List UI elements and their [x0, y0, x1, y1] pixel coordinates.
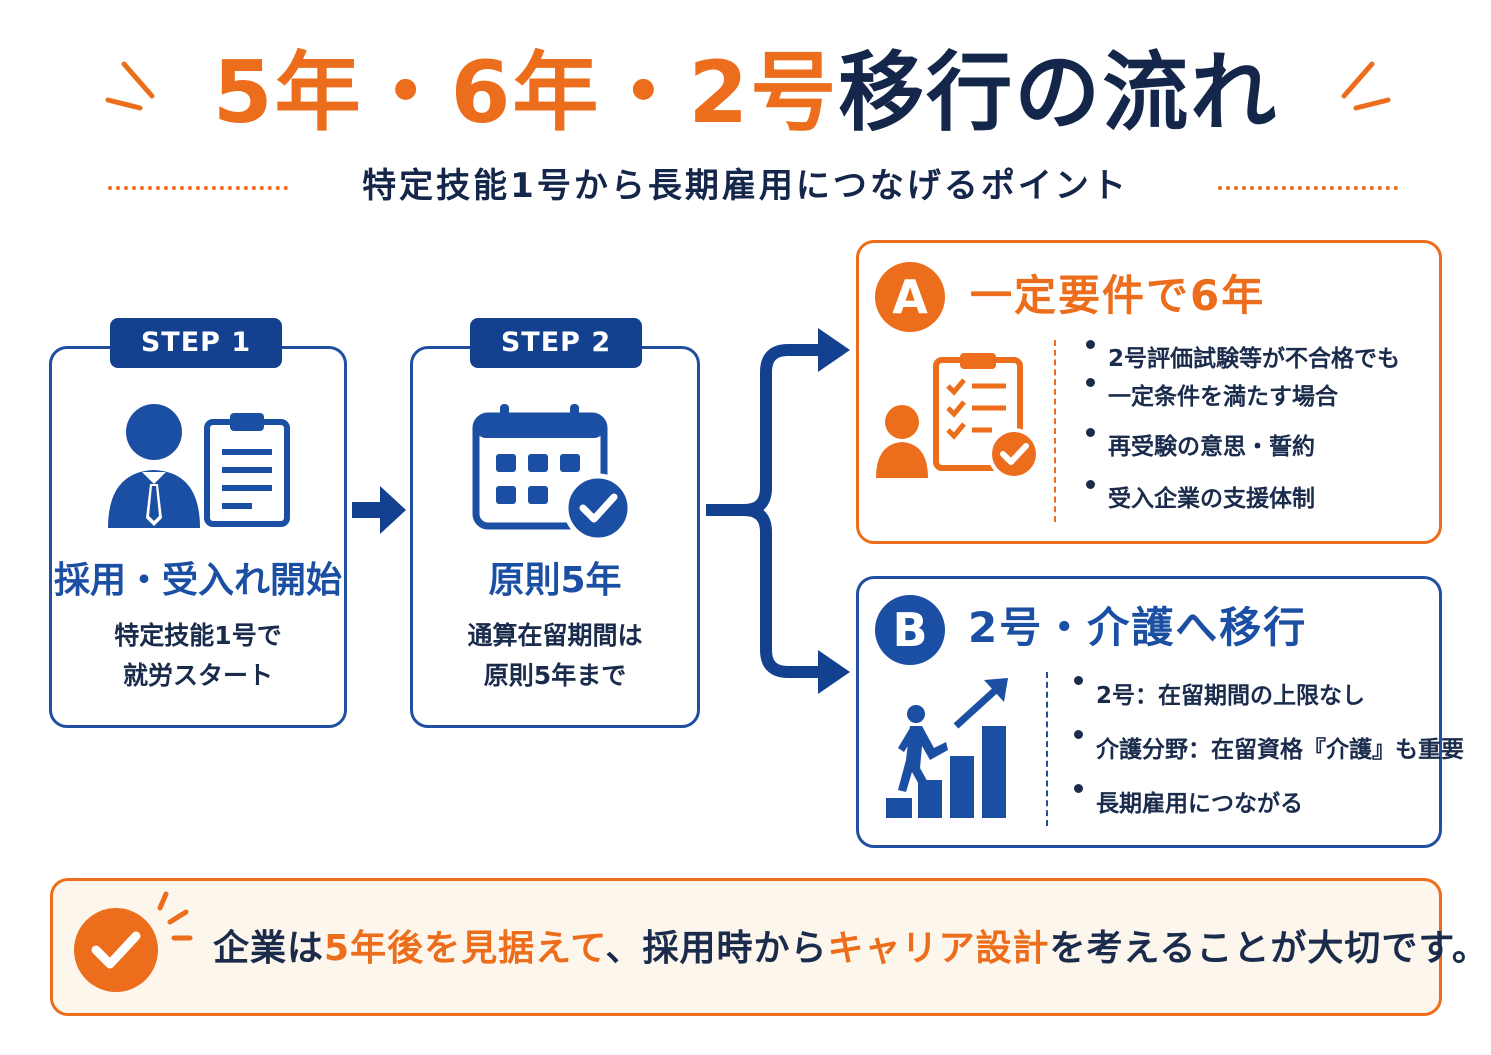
option-b-list: 2号：在留期間の上限なし 介護分野：在留資格『介護』も重要 長期雇用につながる	[1072, 676, 1464, 824]
title-main: 移行の流れ	[838, 43, 1279, 143]
step1-title: 採用・受入れ開始	[53, 560, 342, 601]
option-a-title: 一定要件で6年	[970, 271, 1266, 320]
burst-left-icon	[105, 61, 155, 111]
option-b-title: 2号・介護へ移行	[968, 603, 1308, 652]
step2-title: 原則5年	[488, 560, 622, 601]
summary-text-part: 、採用時から	[605, 928, 828, 969]
subtitle-dots-right	[1218, 186, 1398, 190]
list-item: 長期雇用につながる	[1072, 784, 1464, 824]
step1-card	[49, 346, 347, 728]
option-a-badge: A	[875, 262, 945, 332]
step1-desc-line2: 就労スタート	[122, 661, 273, 690]
summary-banner	[50, 878, 1442, 1016]
burst-right-icon	[1341, 61, 1391, 111]
option-b-divider	[1046, 672, 1048, 826]
option-a-divider	[1054, 340, 1056, 522]
list-item: 再受験の意思・誓約	[1084, 428, 1400, 466]
person-icon	[108, 404, 200, 528]
checklist-person-icon	[876, 353, 1040, 480]
title-highlight: 5年・6年・2号	[212, 43, 839, 143]
branch-arrow-icon	[706, 328, 850, 694]
check-circle-icon	[74, 891, 193, 992]
list-item: 一定条件を満たす場合	[1084, 378, 1400, 416]
arrow-right-icon	[352, 486, 406, 534]
option-a-card	[856, 240, 1442, 544]
list-item: 介護分野：在留資格『介護』も重要	[1072, 730, 1464, 770]
summary-highlight: キャリア設計	[827, 928, 1050, 969]
step1-tag: STEP 1	[110, 318, 282, 368]
option-a-list: 2号評価試験等が不合格でも 一定条件を満たす場合 再受験の意思・誓約 受入企業の…	[1084, 340, 1400, 518]
step2-desc-line2: 原則5年まで	[483, 661, 627, 690]
climb-growth-icon	[886, 678, 1008, 818]
step1-desc-line1: 特定技能1号で	[114, 621, 282, 650]
list-item: 2号評価試験等が不合格でも	[1084, 340, 1400, 378]
step2-tag: STEP 2	[470, 318, 642, 368]
summary-text-part: 企業は	[213, 928, 325, 969]
step2-card	[410, 346, 700, 728]
summary-text: 企業は5年後を見据えて、採用時からキャリア設計を考えることが大切です。	[213, 921, 1489, 977]
page-title: 5年・6年・2号移行の流れ	[0, 38, 1491, 148]
subtitle-dots-left	[108, 186, 288, 190]
step2-desc-line1: 通算在留期間は	[467, 621, 643, 650]
summary-text-part: を考えることが大切です。	[1049, 928, 1489, 969]
summary-highlight: 5年後を見据えて	[324, 928, 606, 969]
subtitle: 特定技能1号から長期雇用につなげるポイント	[362, 166, 1129, 206]
list-item: 2号：在留期間の上限なし	[1072, 676, 1464, 716]
calendar-check-icon	[472, 404, 633, 540]
clipboard-icon	[204, 413, 290, 527]
list-item: 受入企業の支援体制	[1084, 480, 1400, 518]
option-b-badge: B	[875, 595, 945, 665]
